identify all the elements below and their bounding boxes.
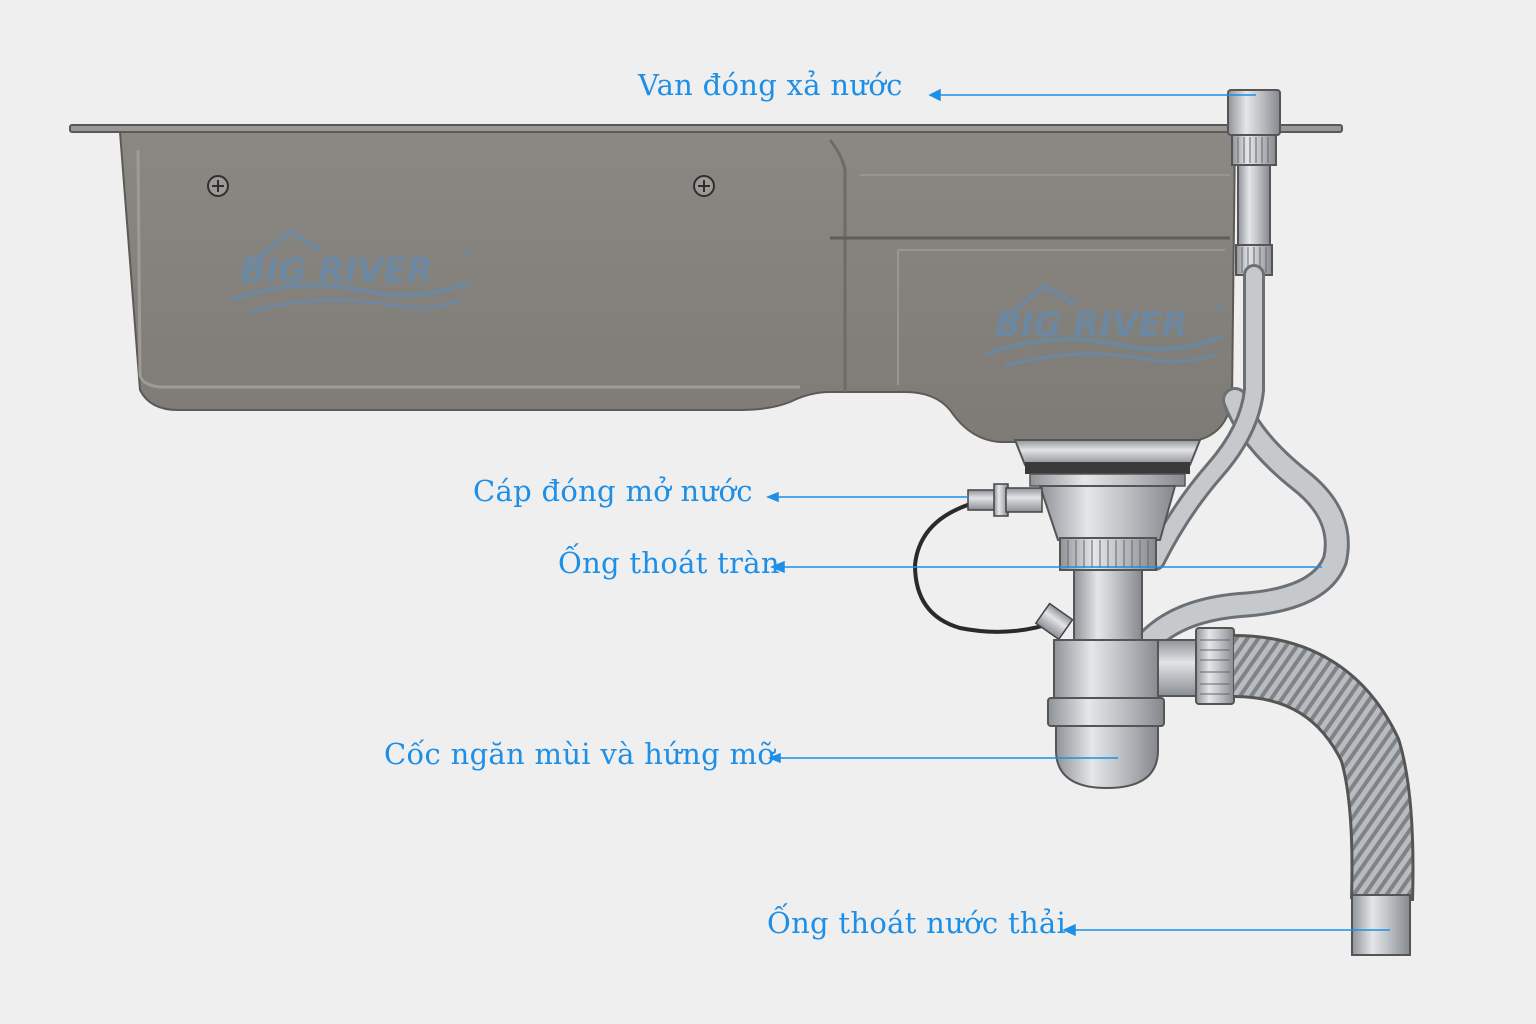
cable-connector	[967, 483, 1043, 517]
small-bowl-inner	[897, 249, 1225, 385]
tailpiece	[1073, 569, 1143, 651]
brand-logo: BIG RIVER ®	[986, 283, 1226, 368]
sink-divider	[828, 139, 847, 392]
leader-line	[770, 560, 1322, 574]
trap-top	[1053, 639, 1161, 701]
brand-logo-mark: ®	[1212, 300, 1226, 316]
leader-line	[1062, 923, 1390, 937]
drain-valve-cap	[1227, 89, 1281, 136]
sink-rim	[69, 124, 1343, 133]
sink-inner-edge	[136, 149, 800, 389]
trap-outlet	[1157, 639, 1199, 697]
open-close-cable	[912, 498, 1056, 634]
drain-flange	[1013, 439, 1202, 466]
side-connector	[1034, 602, 1074, 641]
leader-line	[928, 88, 1256, 102]
outlet-nut	[1195, 627, 1235, 705]
waste-hose-end	[1351, 894, 1411, 956]
leader-line	[765, 491, 968, 503]
label-odor-grease-trap: Cốc ngăn mùi và hứng mỡ	[384, 737, 776, 771]
brand-logo-mark: ®	[460, 246, 474, 262]
label-waste-pipe: Ống thoát nước thải	[767, 906, 1067, 940]
label-overflow-pipe: Ống thoát tràn	[558, 546, 780, 580]
label-drain-valve: Van đóng xả nước	[638, 68, 903, 102]
brand-logo: BIG RIVER ®	[231, 229, 474, 314]
leader-line	[767, 752, 1118, 764]
screw-icon	[207, 175, 229, 197]
trap-ring	[1047, 697, 1165, 727]
trap-cup	[1055, 725, 1159, 790]
label-open-close-cable: Cáp đóng mở nước	[473, 474, 753, 508]
screw-icon	[693, 175, 715, 197]
